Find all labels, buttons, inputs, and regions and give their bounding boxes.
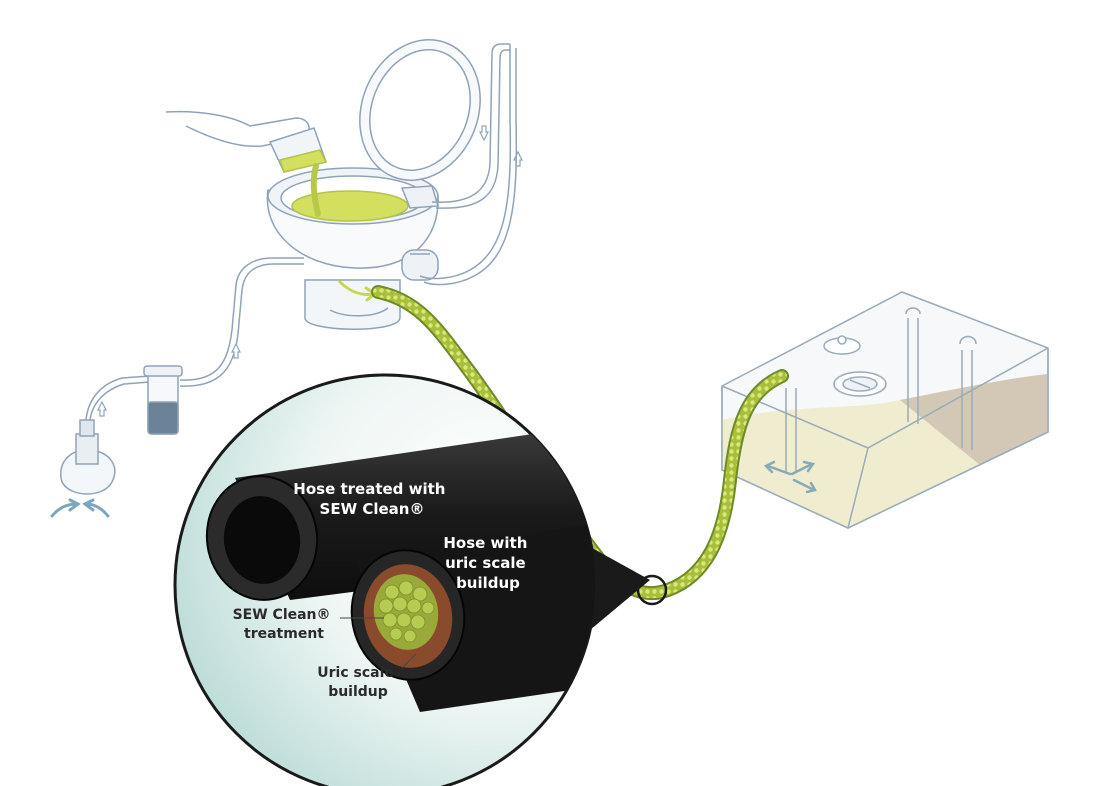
tank-pipes	[785, 307, 977, 472]
cross-section-inset: Hose treated with SEW Clean® Hose with u…	[173, 373, 650, 786]
intake-pump	[59, 375, 151, 495]
flow-arrows-up	[97, 125, 523, 417]
intake-arrows	[50, 498, 110, 518]
vent-pipe	[419, 43, 518, 286]
tank-flow-arrows	[763, 460, 817, 494]
scaled-hose-label: Hose with uric scale buildup	[443, 534, 532, 592]
treated-hose-label: Hose treated with SEW Clean®	[293, 480, 450, 518]
scale-leader	[401, 653, 417, 669]
holding-tank	[721, 291, 1049, 529]
hand-pouring	[165, 110, 328, 217]
treatment-label: SEW Clean® treatment	[233, 607, 336, 642]
supply-line	[179, 257, 304, 387]
strainer	[143, 365, 183, 435]
toilet	[266, 39, 481, 330]
treatment-particles	[378, 580, 435, 643]
scale-label: Uric scale buildup	[317, 665, 399, 700]
